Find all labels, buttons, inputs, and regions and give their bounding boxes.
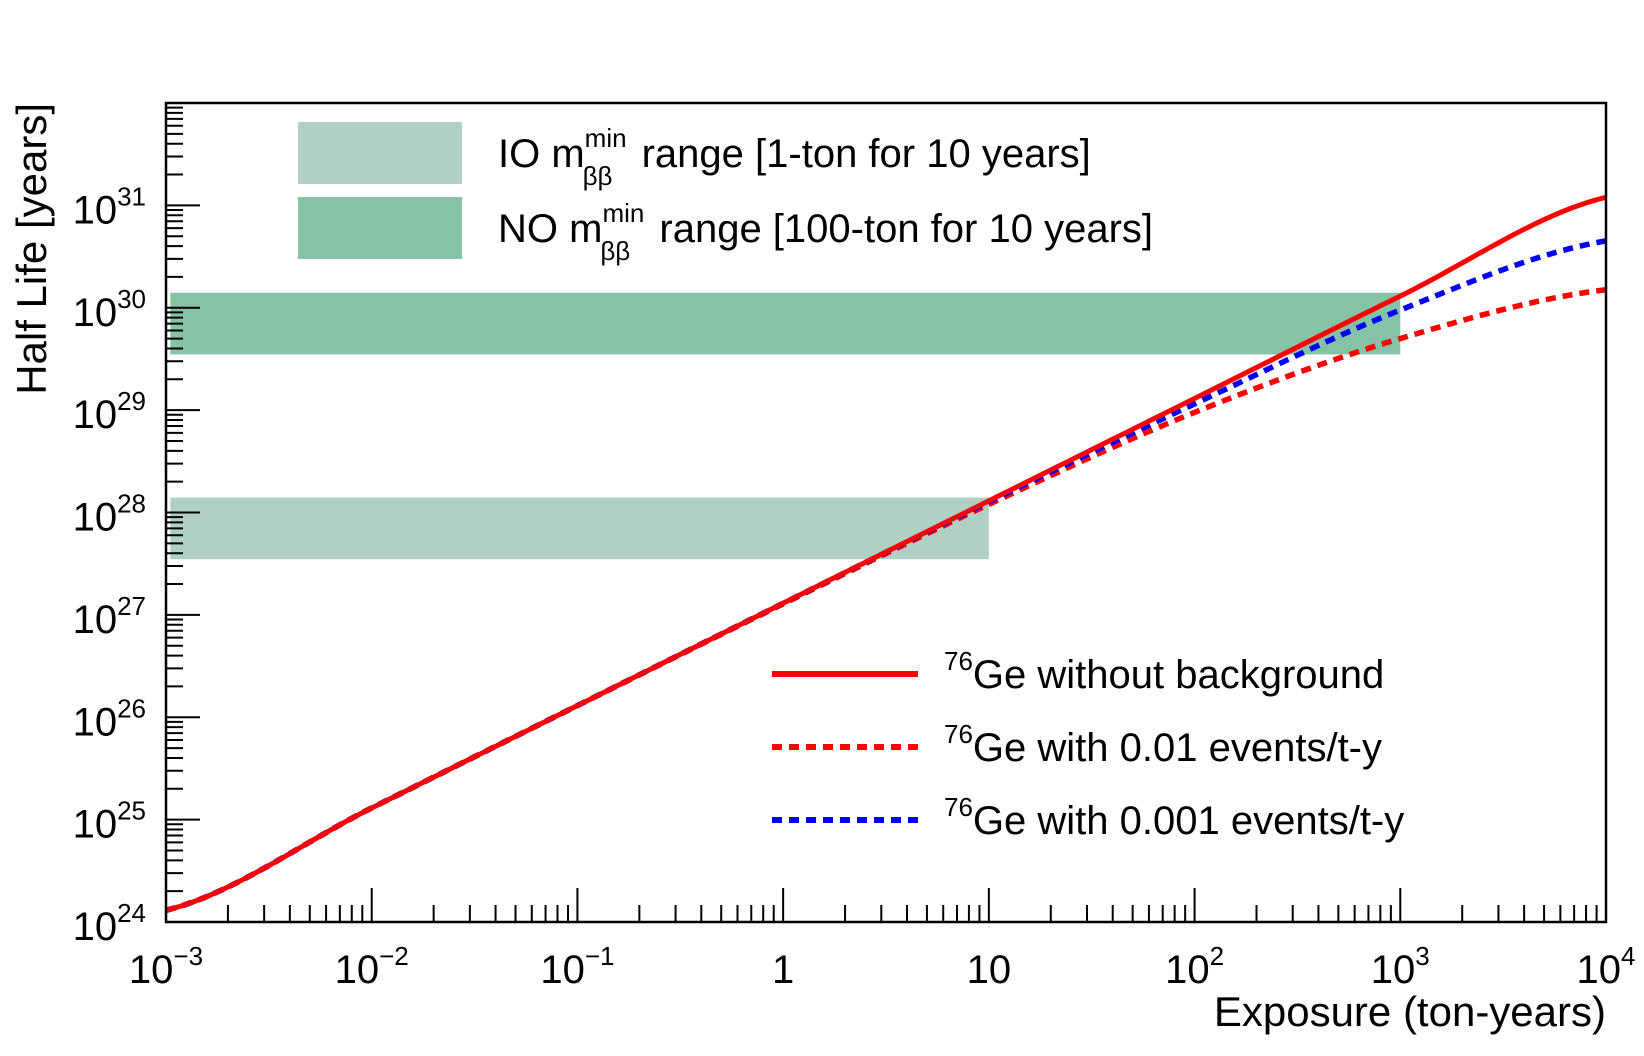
y-tick-label: 1025 (73, 796, 146, 847)
y-tick-label: 1024 (73, 898, 146, 949)
y-tick-label: 1028 (73, 489, 146, 540)
legend-swatch (298, 122, 462, 184)
x-tick-label: 10 (967, 948, 1012, 992)
y-tick-label: 1031 (73, 181, 146, 232)
x-tick-label: 10−1 (540, 941, 614, 992)
legend-lines: 76Ge without background 76Ge with 0.01 ev… (772, 646, 1404, 843)
x-tick-label: 10−3 (129, 941, 203, 992)
band-io (170, 497, 989, 560)
x-axis-title: Exposure (ton-years) (1214, 988, 1606, 1035)
series-line-1 (165, 194, 1607, 913)
x-tick-label: 103 (1371, 941, 1430, 992)
legend-line-label: 76Ge with 0.001 events/t-y (944, 792, 1404, 843)
bands-layer (170, 292, 1401, 560)
legend-swatch (298, 197, 462, 259)
y-tick-label: 1027 (73, 591, 146, 642)
x-tick-label: 104 (1577, 941, 1636, 992)
x-tick-label: 102 (1165, 941, 1224, 992)
series-layer (165, 194, 1607, 913)
y-tick-label: 1026 (73, 693, 146, 744)
x-tick-label: 1 (772, 948, 794, 992)
y-tick-labels: 1024 1025 1026 1027 1028 1029 1030 1031 (73, 181, 146, 949)
y-axis-title: Half Life [years] (8, 103, 55, 395)
x-tick-label: 10−2 (335, 941, 409, 992)
legend-line-label: 76Ge without background (944, 646, 1384, 697)
y-tick-label: 1030 (73, 284, 146, 335)
y-tick-label: 1029 (73, 386, 146, 437)
x-tick-labels: 10−3 10−2 10−1 1 10 102 103 104 (129, 941, 1636, 992)
ticks-layer (165, 106, 1607, 923)
legend-line-label: 76Ge with 0.01 events/t-y (944, 719, 1382, 770)
band-no (170, 292, 1401, 355)
